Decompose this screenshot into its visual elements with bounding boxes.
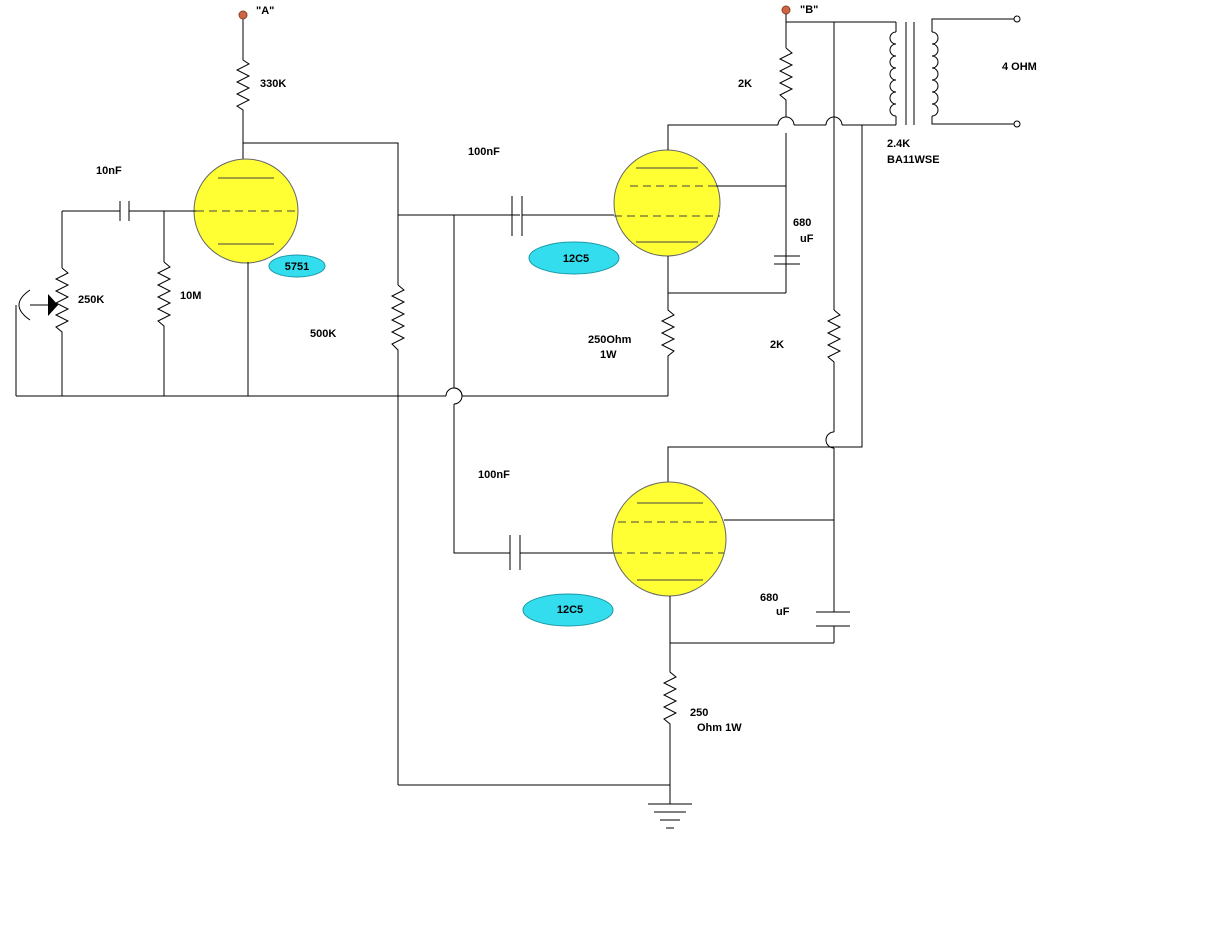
svg-text:2K: 2K	[738, 78, 752, 90]
capacitor-100nf-lower: 100nF	[478, 469, 614, 570]
tube-badge-12c5-upper: 12C5	[528, 241, 620, 275]
potentiometer-250k: 250K	[30, 211, 104, 396]
resistor-330k: 330K	[235, 55, 286, 138]
svg-text:uF: uF	[800, 233, 814, 245]
capacitor-100nf-upper: 100nF	[468, 146, 614, 236]
ground-bus-upper	[16, 387, 668, 397]
terminal-b: "B"	[781, 4, 818, 16]
capacitor-10nf: 10nF	[68, 165, 196, 221]
capacitor-680uf-upper: 680 uF	[774, 217, 814, 265]
svg-text:4 OHM: 4 OHM	[1002, 61, 1037, 73]
svg-text:10nF: 10nF	[96, 165, 122, 177]
svg-text:12C5: 12C5	[563, 253, 589, 265]
svg-text:2K: 2K	[770, 339, 784, 351]
svg-text:"A": "A"	[256, 5, 274, 17]
svg-text:10M: 10M	[180, 290, 201, 302]
svg-text:250Ohm: 250Ohm	[588, 334, 632, 346]
svg-text:250K: 250K	[78, 294, 104, 306]
wire-upper-cathode	[667, 256, 786, 294]
input-jack	[15, 289, 31, 396]
resistor-2k-plate: 2K	[738, 14, 794, 293]
resistor-250ohm-upper: 250Ohm 1W	[588, 293, 676, 396]
capacitor-680uf-lower: 680 uF	[760, 592, 850, 643]
svg-text:2.4K: 2.4K	[887, 138, 910, 150]
svg-text:250: 250	[690, 707, 708, 719]
svg-text:100nF: 100nF	[468, 146, 500, 158]
svg-text:680: 680	[793, 217, 811, 229]
resistor-250ohm-lower: 250 Ohm 1W	[662, 643, 742, 804]
wire-coupling-lower-feed	[453, 404, 510, 554]
terminal-a: "A"	[238, 5, 274, 55]
svg-text:BA11WSE: BA11WSE	[887, 154, 940, 166]
output-transformer: 4 OHM 2.4K BA11WSE	[786, 15, 1037, 166]
svg-text:12C5: 12C5	[557, 604, 583, 616]
svg-text:5751: 5751	[285, 261, 309, 273]
svg-text:680: 680	[760, 592, 778, 604]
wire-crossover-2	[777, 116, 795, 126]
wire-lower-plate-return	[667, 125, 863, 488]
wire-upper-plate	[667, 124, 778, 150]
resistor-500k: 500K	[310, 215, 406, 785]
ground-symbol	[648, 803, 692, 829]
svg-text:500K: 500K	[310, 328, 336, 340]
tube-5751	[193, 138, 299, 264]
wire-preamp-plate	[243, 142, 520, 216]
svg-text:"B": "B"	[800, 4, 818, 16]
resistor-10m: 10M	[156, 211, 201, 396]
wire-lower-cathode	[669, 596, 834, 644]
tube-badge-12c5-lower: 12C5	[522, 593, 614, 627]
svg-text:uF: uF	[776, 606, 790, 618]
svg-text:Ohm 1W: Ohm 1W	[697, 722, 742, 734]
tube-12c5-lower	[611, 481, 727, 597]
wire-crossover-1	[453, 387, 463, 405]
resistor-2k-screen: 2K	[770, 309, 842, 432]
svg-text:100nF: 100nF	[478, 469, 510, 481]
tube-12c5-upper	[613, 149, 721, 257]
wire-crossover-4	[825, 431, 835, 449]
tube-badge-5751: 5751	[268, 254, 326, 278]
svg-text:1W: 1W	[600, 349, 617, 361]
svg-text:330K: 330K	[260, 78, 286, 90]
